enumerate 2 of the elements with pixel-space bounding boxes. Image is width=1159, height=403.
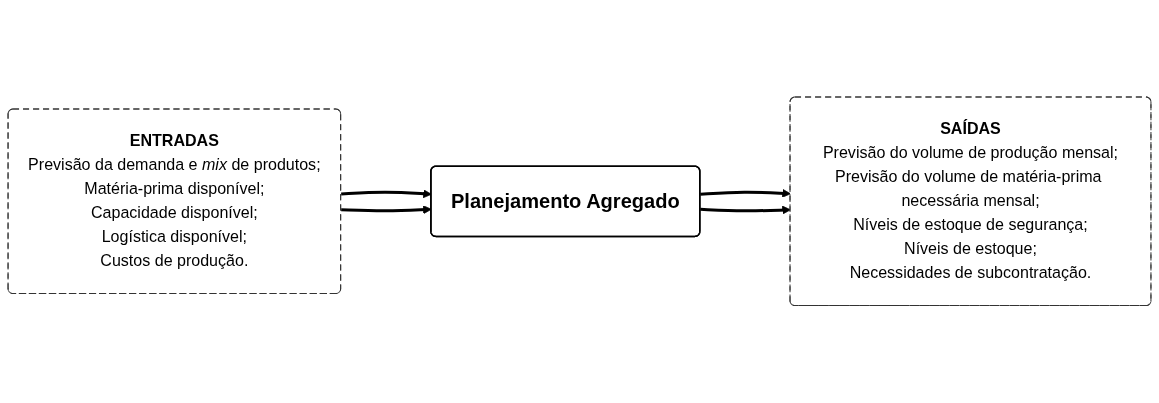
arrow bbox=[700, 205, 791, 215]
arrow bbox=[700, 189, 791, 198]
